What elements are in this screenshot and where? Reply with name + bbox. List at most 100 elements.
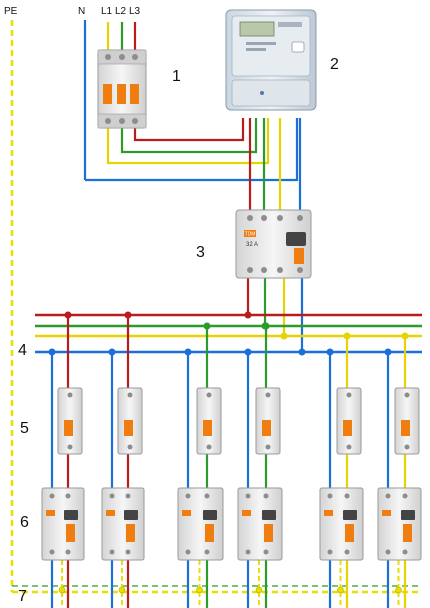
rcbo-screw (185, 549, 191, 555)
branch-circuits (41, 315, 422, 608)
breaker-toggle (64, 420, 73, 436)
busbars (35, 313, 422, 354)
branch-rcbo (41, 487, 85, 561)
main-rcd: TDM 32 A (235, 209, 312, 279)
input-wires (83, 20, 137, 180)
marker-7: 7 (18, 588, 27, 605)
rcd-rating-text: 32 A (246, 242, 258, 248)
feed-junction-l1 (244, 311, 252, 319)
rcbo-screw (65, 549, 71, 555)
rcbo-screw (65, 493, 71, 499)
pe-junction (118, 586, 126, 594)
rcbo-test-button (401, 510, 415, 520)
branch-rcbo (237, 487, 283, 561)
neutral-junction-dot (384, 348, 392, 356)
rcbo-screw (385, 549, 391, 555)
phase-junction-dot (64, 311, 72, 319)
branch-2 (101, 315, 145, 608)
marker-4: 4 (18, 342, 27, 359)
rcbo-toggle (126, 524, 135, 542)
bus-junctions (48, 311, 409, 356)
branch-rcbo (319, 487, 364, 561)
rcbo-screw (385, 493, 391, 499)
marker-2: 2 (330, 56, 339, 73)
breaker-to-meter-wires (85, 118, 299, 182)
breaker-screw (346, 444, 352, 450)
rcbo-toggle (403, 524, 412, 542)
phase-junction-dot (203, 322, 211, 330)
neutral-junction-dot (244, 348, 252, 356)
phase-junction-dot (401, 332, 409, 340)
breaker-toggle (401, 420, 410, 436)
pe-junction (58, 586, 66, 594)
breaker-screw (127, 444, 133, 450)
branch-5 (319, 336, 364, 608)
rcbo-screw (125, 493, 131, 499)
rcbo-screw (344, 549, 350, 555)
l1-label: L1 (101, 6, 113, 17)
main-circuit-breaker (97, 49, 147, 129)
electricity-meter (225, 9, 317, 111)
branch-rcbo (177, 487, 224, 561)
marker-3: 3 (196, 244, 205, 261)
neutral-junction-dot (326, 348, 334, 356)
rcbo-test-button (124, 510, 138, 520)
rcbo-screw (327, 493, 333, 499)
feed-junction-l2 (261, 322, 269, 330)
rcbo-logo (106, 510, 115, 516)
marker-6: 6 (20, 514, 29, 531)
breaker-screw (404, 444, 410, 450)
rcbo-test-button (64, 510, 78, 520)
pe-junction (196, 586, 203, 594)
breaker-screw (67, 392, 73, 398)
rcbo-screw (204, 493, 210, 499)
breaker-screw (67, 444, 73, 450)
rcbo-logo (324, 510, 333, 516)
neutral-junction-dot (184, 348, 192, 356)
l2-label: L2 (115, 6, 127, 17)
neutral-junction-dot (48, 348, 56, 356)
rcbo-screw (109, 493, 115, 499)
rcbo-toggle (205, 524, 214, 542)
breaker-toggle (262, 420, 271, 436)
phase-junction-dot (343, 332, 351, 340)
pe-junction (255, 586, 263, 594)
breaker-screw (206, 392, 212, 398)
branch-rcbo (101, 487, 145, 561)
rcbo-screw (402, 549, 408, 555)
breaker-toggle (203, 420, 212, 436)
breaker-screw (206, 444, 212, 450)
rcbo-screw (344, 493, 350, 499)
pe-conductor (10, 20, 420, 594)
rcbo-screw (327, 549, 333, 555)
rcbo-screw (49, 493, 55, 499)
breaker-screw (265, 444, 271, 450)
n-label: N (78, 6, 86, 17)
breaker-screw (265, 392, 271, 398)
rcd-logo-text: TDM (245, 232, 256, 238)
marker-5: 5 (20, 420, 29, 437)
rcbo-screw (204, 549, 210, 555)
breaker-toggle (343, 420, 352, 436)
rcbo-test-button (262, 510, 276, 520)
meter-to-rcd-wires (248, 118, 302, 210)
rcbo-screw (263, 493, 269, 499)
breaker-screw (404, 392, 410, 398)
breaker-screw (346, 392, 352, 398)
feed-junction-n (298, 348, 306, 356)
pe-junction (395, 586, 402, 594)
rcbo-screw (245, 549, 251, 555)
branch-1 (41, 315, 85, 608)
rcbo-test-button (343, 510, 357, 520)
branch-3 (177, 326, 224, 608)
rcbo-toggle (345, 524, 354, 542)
pe-label: PE (4, 6, 18, 17)
phase-junction-dot (124, 311, 132, 319)
feed-junction-l3 (280, 332, 288, 340)
rcbo-logo (242, 510, 251, 516)
branch-6 (377, 336, 422, 608)
rcbo-screw (109, 549, 115, 555)
neutral-junction-dot (108, 348, 116, 356)
rcbo-screw (245, 493, 251, 499)
